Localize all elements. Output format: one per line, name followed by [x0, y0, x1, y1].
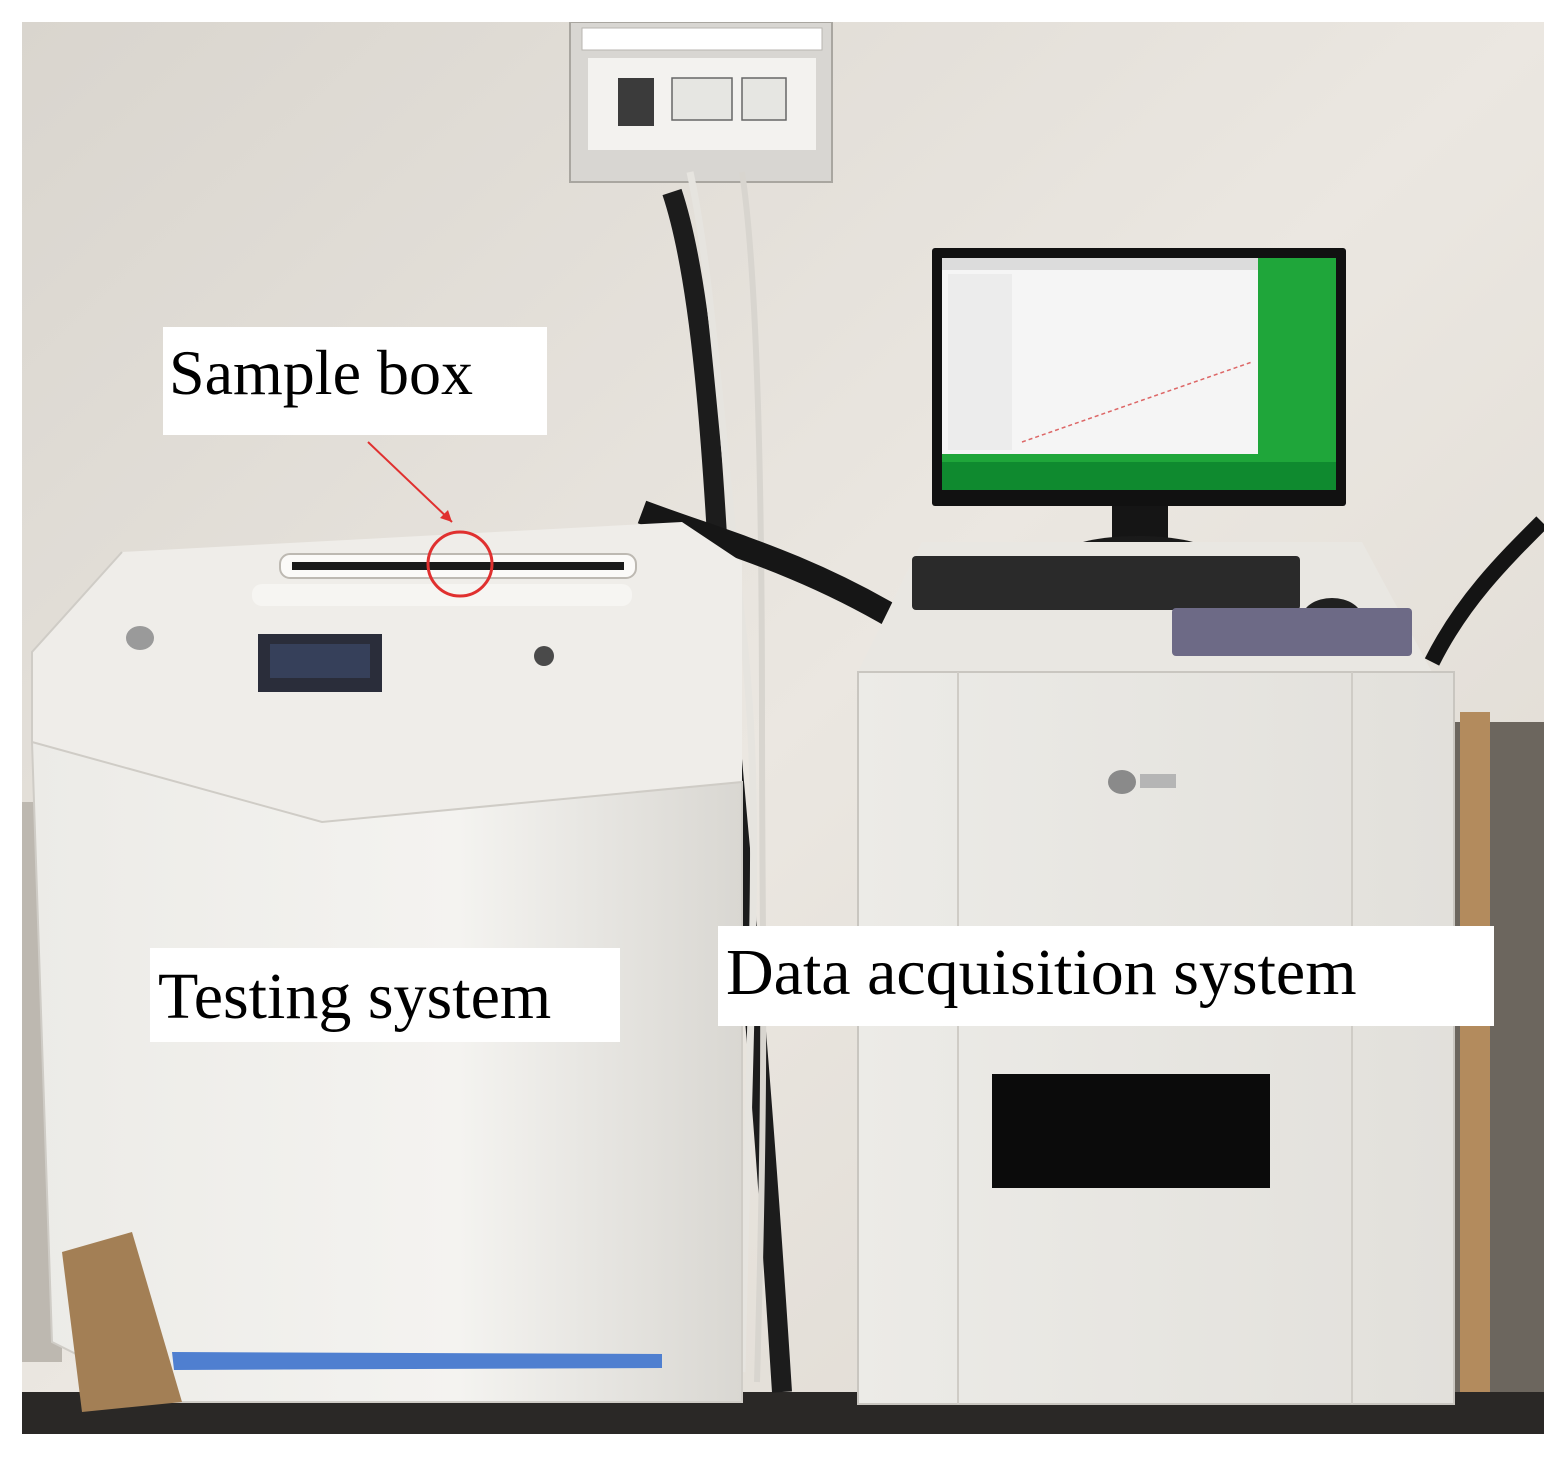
right-shadow	[1442, 722, 1544, 1392]
sample-arrow	[367, 441, 453, 523]
cable-white-1	[686, 171, 758, 1373]
right-board	[1460, 712, 1490, 1392]
testing-system-label: Testing system	[150, 948, 620, 1042]
cardboard-box	[62, 1232, 182, 1412]
lab-photo	[22, 22, 1544, 1434]
monitor	[932, 248, 1346, 568]
cable-black-3	[1424, 516, 1544, 666]
data-acquisition-cabinet	[857, 542, 1455, 1405]
sample-box-label: Sample box	[163, 327, 547, 435]
testing-cabinet	[30, 522, 743, 1403]
sample-highlight-circle	[426, 530, 494, 598]
power-socket-box	[569, 22, 833, 183]
sample-arrow-head	[440, 510, 452, 522]
cable-white-2	[739, 171, 767, 1383]
data-acquisition-system-label: Data acquisition system	[718, 926, 1494, 1026]
